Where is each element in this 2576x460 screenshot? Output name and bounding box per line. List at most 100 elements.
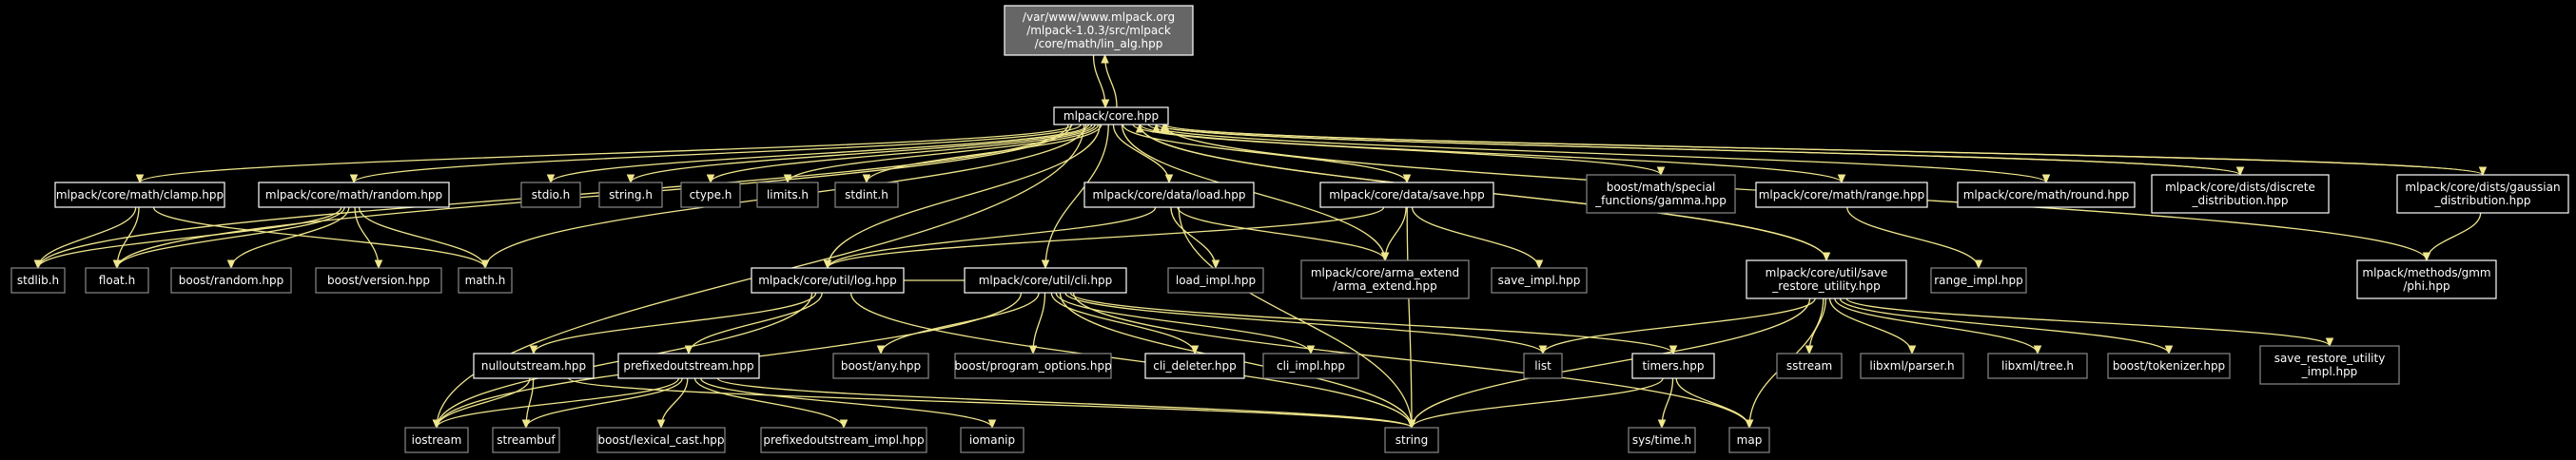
edge-line bbox=[827, 206, 1157, 269]
edge-line bbox=[1834, 297, 2039, 355]
node-label: _restore_utility.hpp bbox=[1771, 279, 1880, 293]
node-prefixed[interactable]: prefixedoutstream.hpp bbox=[617, 353, 760, 379]
edge-arrowhead bbox=[1306, 345, 1316, 355]
edge-random-to-stdlib bbox=[33, 206, 342, 270]
edge-core-to-lin_alg bbox=[1101, 53, 1118, 108]
node-cli-deleter[interactable]: cli_deleter.hpp bbox=[1144, 353, 1245, 379]
edge-line bbox=[693, 377, 845, 429]
edge-arrowhead bbox=[1805, 345, 1814, 355]
node-nullout[interactable]: nulloutstream.hpp bbox=[473, 353, 595, 379]
node-box bbox=[617, 353, 760, 379]
node-label: /var/www/www.mlpack.org bbox=[1023, 10, 1175, 24]
node-label: stdint.h bbox=[845, 188, 888, 201]
node-range[interactable]: mlpack/core/math/range.hpp bbox=[1755, 182, 1928, 208]
node-random[interactable]: mlpack/core/math/random.hpp bbox=[258, 182, 450, 208]
edge-save-to-arma_extend bbox=[1380, 206, 1407, 262]
node-box bbox=[1167, 267, 1264, 294]
node-discrete[interactable]: mlpack/core/dists/discrete_distribution.… bbox=[2151, 174, 2330, 214]
node-label: boost/version.hpp bbox=[327, 274, 430, 287]
node-boost-tokenizer: boost/tokenizer.hpp bbox=[2107, 353, 2231, 379]
node-arma-extend: mlpack/core/arma_extend/arma_extend.hpp bbox=[1300, 259, 1470, 299]
edge-arrowhead bbox=[529, 345, 538, 355]
node-label: mlpack/core/util/save bbox=[1766, 266, 1888, 279]
edge-save_restore-to-libxml_parser bbox=[1828, 297, 1917, 355]
node-cli[interactable]: mlpack/core/util/cli.hpp bbox=[964, 267, 1127, 294]
node-log[interactable]: mlpack/core/util/log.hpp bbox=[751, 267, 905, 294]
node-box bbox=[964, 267, 1127, 294]
node-libxml-tree: libxml/tree.h bbox=[1987, 353, 2088, 379]
edge-arrowhead bbox=[1164, 174, 1174, 184]
node-box bbox=[834, 182, 899, 208]
node-box bbox=[404, 427, 469, 453]
edge-arrowhead bbox=[1135, 123, 1144, 133]
node-label: cli_deleter.hpp bbox=[1153, 359, 1237, 373]
edge-line bbox=[1411, 377, 1664, 429]
edge-arrowhead bbox=[1152, 123, 1161, 133]
edge-line bbox=[116, 206, 345, 269]
node-save-impl: save_impl.hpp bbox=[1491, 267, 1588, 294]
node-box bbox=[10, 267, 66, 294]
edge-arrowhead bbox=[349, 174, 359, 184]
node-label: stdio.h bbox=[532, 188, 570, 201]
edge-line bbox=[1072, 292, 1750, 429]
node-label: prefixedoutstream.hpp bbox=[623, 359, 753, 373]
edge-load-to-load_impl bbox=[1170, 206, 1220, 270]
node-box bbox=[85, 267, 149, 294]
node-lin-alg[interactable]: /var/www/www.mlpack.org/mlpack-1.0.3/src… bbox=[1004, 5, 1194, 56]
node-box bbox=[1491, 267, 1588, 294]
edge-line bbox=[1178, 206, 1413, 429]
edge-core-to-load bbox=[1112, 124, 1174, 184]
edge-arrowhead bbox=[1190, 345, 1200, 355]
node-load[interactable]: mlpack/core/data/load.hpp bbox=[1083, 182, 1255, 208]
edge-arrowhead bbox=[480, 259, 490, 270]
edge-arrowhead bbox=[987, 419, 997, 430]
node-box bbox=[258, 182, 450, 208]
node-label: iomanip bbox=[969, 433, 1015, 447]
edge-core-to-stdint bbox=[862, 124, 1103, 184]
node-label: /arma_extend.hpp bbox=[1333, 279, 1436, 293]
edge-line bbox=[1845, 297, 2331, 347]
node-box bbox=[520, 182, 581, 208]
edge-cli-to-timers bbox=[1069, 292, 1678, 355]
edge-save-to-log bbox=[823, 206, 1385, 270]
node-label: mlpack/core/dists/gaussian bbox=[2405, 181, 2560, 194]
node-label: iostream bbox=[412, 433, 462, 447]
edge-line bbox=[1044, 124, 1109, 269]
node-stdio: stdio.h bbox=[520, 182, 581, 208]
node-box bbox=[1523, 353, 1563, 379]
node-clamp[interactable]: mlpack/core/math/clamp.hpp bbox=[54, 182, 225, 208]
edge-save-to-save_impl bbox=[1411, 206, 1544, 270]
edge-arrowhead bbox=[1657, 419, 1667, 430]
edge-timers-to-sys_time bbox=[1657, 377, 1674, 430]
node-label: map bbox=[1737, 433, 1763, 447]
edge-arrowhead bbox=[1837, 174, 1846, 184]
node-label: sys/time.h bbox=[1632, 433, 1691, 447]
edge-arrowhead bbox=[33, 259, 43, 270]
edge-arrowhead bbox=[1101, 99, 1110, 109]
node-gaussian[interactable]: mlpack/core/dists/gaussian_distribution.… bbox=[2396, 174, 2569, 214]
node-box bbox=[596, 427, 726, 453]
edge-line bbox=[37, 206, 342, 269]
node-phi[interactable]: mlpack/methods/gmm/phi.hpp bbox=[2356, 259, 2497, 299]
node-timers[interactable]: timers.hpp bbox=[1631, 353, 1715, 379]
node-round[interactable]: mlpack/core/math/round.hpp bbox=[1957, 182, 2136, 208]
node-box bbox=[1586, 174, 1736, 214]
node-boost-any: boost/any.hpp bbox=[832, 353, 929, 379]
node-save[interactable]: mlpack/core/data/save.hpp bbox=[1319, 182, 1494, 208]
edge-arrowhead bbox=[1041, 259, 1050, 270]
node-label: math.h bbox=[465, 274, 506, 287]
node-gamma: boost/math/special_functions/gamma.hpp bbox=[1586, 174, 1736, 214]
edge-core-to-round bbox=[1147, 124, 2051, 184]
edge-arrowhead bbox=[876, 345, 886, 355]
edge-cli-to-boost_any bbox=[876, 292, 1040, 355]
node-libxml-parser: libxml/parser.h bbox=[1860, 353, 1964, 379]
node-streambuf: streambuf bbox=[492, 427, 560, 453]
node-box bbox=[1631, 353, 1715, 379]
edge-arrowhead bbox=[2235, 166, 2245, 177]
node-save-restore[interactable]: mlpack/core/util/save_restore_utility.hp… bbox=[1746, 259, 1907, 299]
node-box bbox=[1300, 259, 1470, 299]
node-box bbox=[54, 182, 225, 208]
node-box bbox=[756, 182, 819, 208]
node-core[interactable]: mlpack/core.hpp bbox=[1053, 106, 1169, 125]
